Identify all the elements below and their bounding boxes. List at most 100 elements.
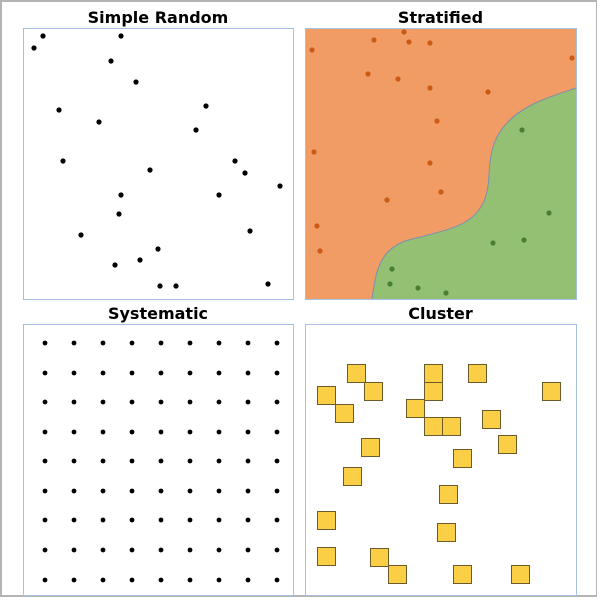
grid-point	[100, 577, 106, 583]
stratum-a-point	[485, 89, 491, 95]
grid-point	[187, 458, 193, 464]
sample-point	[242, 170, 248, 176]
cluster-square	[335, 404, 354, 423]
grid-point	[100, 547, 106, 553]
grid-point	[100, 517, 106, 523]
stratum-a-point	[427, 85, 433, 91]
grid-point	[245, 547, 251, 553]
cluster-square	[468, 364, 487, 383]
cluster-square	[424, 382, 443, 401]
grid-point	[42, 488, 48, 494]
stratum-a-point	[434, 118, 440, 124]
stratum-b-region	[372, 88, 576, 299]
stratum-a-point	[401, 29, 407, 35]
grid-point	[216, 517, 222, 523]
grid-point	[71, 577, 77, 583]
grid-point	[100, 458, 106, 464]
stratified-map	[306, 29, 577, 300]
grid-point	[245, 517, 251, 523]
stratum-a-point	[406, 39, 412, 45]
cluster-square	[511, 565, 530, 584]
grid-point	[245, 340, 251, 346]
grid-point	[158, 399, 164, 405]
grid-point	[274, 458, 280, 464]
grid-point	[187, 399, 193, 405]
grid-point	[245, 577, 251, 583]
simple-random-points	[31, 33, 283, 289]
grid-point	[158, 547, 164, 553]
cluster-square	[424, 364, 443, 383]
stratum-b-point	[519, 127, 525, 133]
sample-point	[155, 246, 161, 252]
stratum-a-point	[427, 160, 433, 166]
cluster-square	[453, 565, 472, 584]
cluster-square	[482, 410, 501, 429]
stratum-a-point	[371, 37, 377, 43]
grid-point	[187, 547, 193, 553]
stratum-b-point	[490, 240, 496, 246]
stratum-a-point	[317, 248, 323, 254]
grid-point	[42, 429, 48, 435]
sample-point	[31, 45, 37, 51]
grid-point	[100, 340, 106, 346]
grid-point	[274, 399, 280, 405]
systematic-points	[42, 340, 280, 583]
sample-point	[277, 183, 283, 189]
grid-point	[158, 488, 164, 494]
systematic-title: Systematic	[107, 304, 209, 323]
stratum-a-point	[384, 197, 390, 203]
cluster-square	[388, 565, 407, 584]
cluster-squares	[317, 364, 561, 584]
cluster-square	[317, 547, 336, 566]
stratum-b-point	[521, 237, 527, 243]
grid-point	[158, 517, 164, 523]
sample-point	[203, 103, 209, 109]
stratum-a-point	[569, 55, 575, 61]
grid-point	[245, 488, 251, 494]
cluster-square	[542, 382, 561, 401]
grid-point	[274, 429, 280, 435]
cluster-square	[498, 435, 517, 454]
grid-point	[187, 340, 193, 346]
sample-point	[247, 228, 253, 234]
grid-point	[274, 547, 280, 553]
simple-random-panel	[23, 28, 294, 300]
cluster-square	[439, 485, 458, 504]
grid-point	[71, 488, 77, 494]
grid-point	[274, 370, 280, 376]
grid-point	[187, 370, 193, 376]
grid-point	[100, 488, 106, 494]
grid-point	[187, 429, 193, 435]
stratum-a-point	[309, 47, 315, 53]
grid-point	[216, 547, 222, 553]
grid-point	[42, 340, 48, 346]
cluster-square	[343, 467, 362, 486]
grid-point	[216, 370, 222, 376]
sample-point	[40, 33, 46, 39]
grid-point	[216, 458, 222, 464]
sample-point	[173, 283, 179, 289]
grid-point	[71, 517, 77, 523]
grid-point	[100, 370, 106, 376]
grid-point	[245, 370, 251, 376]
sample-point	[193, 127, 199, 133]
sample-point	[118, 33, 124, 39]
cluster-square	[317, 511, 336, 530]
grid-point	[187, 517, 193, 523]
cluster-square	[347, 364, 366, 383]
sample-point	[118, 192, 124, 198]
cluster-square	[361, 438, 380, 457]
cluster-square	[364, 382, 383, 401]
simple-random-title: Simple Random	[87, 8, 229, 27]
sample-point	[157, 283, 163, 289]
cluster-square	[317, 386, 336, 405]
grid-point	[187, 577, 193, 583]
grid-point	[71, 340, 77, 346]
grid-point	[71, 458, 77, 464]
grid-point	[274, 488, 280, 494]
grid-point	[129, 547, 135, 553]
grid-point	[274, 340, 280, 346]
cluster-square	[370, 548, 389, 567]
sample-point	[265, 281, 271, 287]
